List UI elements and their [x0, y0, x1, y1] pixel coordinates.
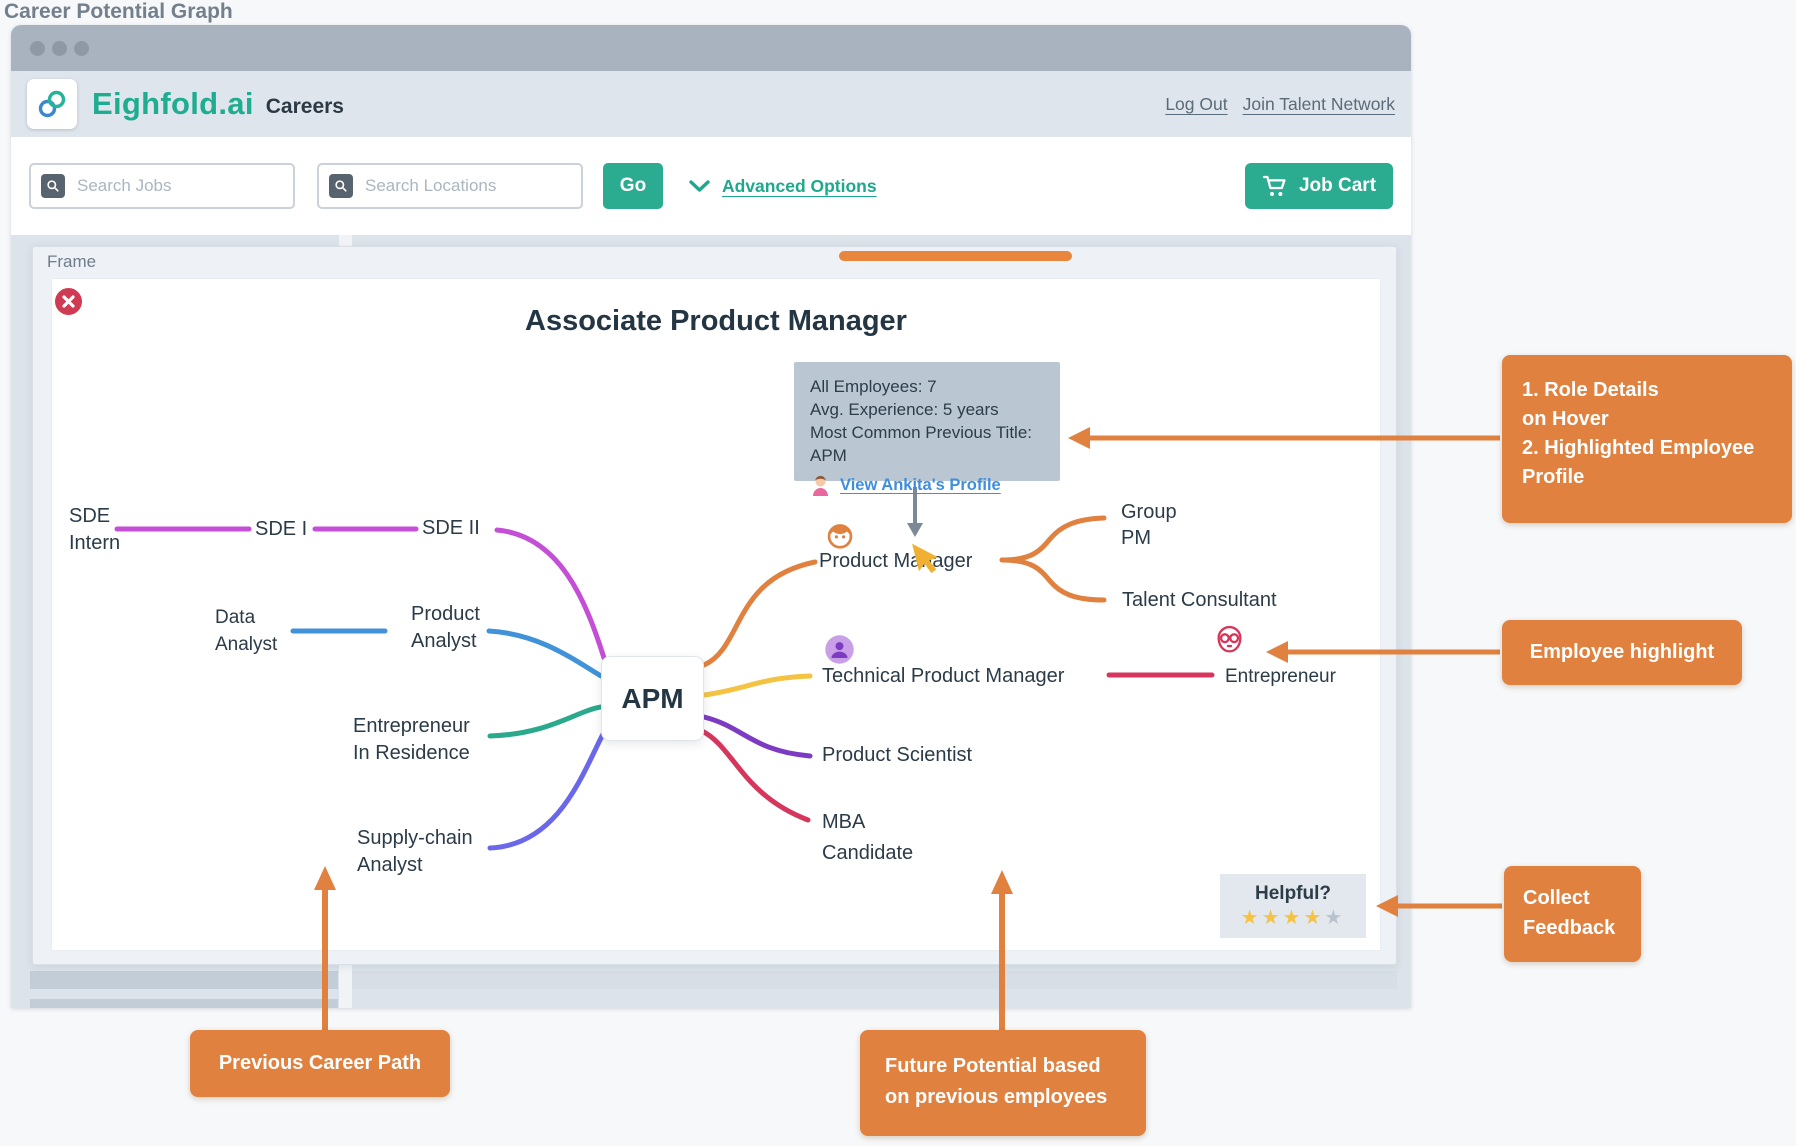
- window-control-icon: [30, 41, 45, 56]
- star-icon[interactable]: ★: [1240, 906, 1262, 929]
- graph-connectors: [114, 487, 1215, 851]
- annotation-previous-career-path: Previous Career Path: [190, 1030, 450, 1097]
- search-jobs-box[interactable]: [29, 163, 295, 209]
- annotation-role-details: 1. Role Details on Hover 2. Highlighted …: [1502, 355, 1792, 523]
- search-icon: [329, 174, 353, 198]
- node-sde-2[interactable]: SDE II: [422, 517, 480, 539]
- log-out-link[interactable]: Log Out: [1165, 93, 1228, 114]
- graph-title: Associate Product Manager: [525, 305, 907, 337]
- page-title: Career Potential Graph: [4, 0, 233, 23]
- go-button[interactable]: Go: [603, 163, 663, 209]
- advanced-options[interactable]: Advanced Options: [689, 176, 877, 197]
- chevron-down-icon: [689, 179, 710, 192]
- window-titlebar: [11, 25, 1411, 71]
- advanced-options-link[interactable]: Advanced Options: [722, 175, 877, 196]
- join-talent-network-link[interactable]: Join Talent Network: [1242, 93, 1395, 114]
- node-sde-1[interactable]: SDE I: [255, 518, 308, 540]
- search-locations-box[interactable]: [317, 163, 583, 209]
- star-row[interactable]: ★★★★★: [1241, 905, 1346, 930]
- career-graph-canvas: Associate Product Manager All Employees:…: [51, 278, 1381, 951]
- site-header: Eighfold.ai Careers Log Out Join Talent …: [11, 71, 1411, 137]
- search-toolbar: Go Advanced Options Job Cart: [11, 137, 1411, 235]
- person-circle-icon: [825, 635, 854, 664]
- woman-face-icon: [827, 524, 853, 549]
- view-profile-link[interactable]: View Ankita's Profile: [840, 475, 1001, 494]
- node-technical-product-manager[interactable]: Technical Product Manager: [822, 665, 1065, 687]
- frame-label: Frame: [47, 252, 97, 271]
- window-control-icon: [74, 41, 89, 56]
- node-product-manager[interactable]: Product Manager: [819, 550, 973, 572]
- job-cart-button[interactable]: Job Cart: [1245, 163, 1393, 209]
- annotation-employee-highlight: Employee highlight: [1502, 620, 1742, 685]
- star-icon[interactable]: ★: [1324, 906, 1346, 929]
- tooltip-previous-title: Most Common Previous Title: APM: [810, 423, 1033, 465]
- background-content-bar: [30, 999, 338, 1008]
- star-icon[interactable]: ★: [1261, 906, 1283, 929]
- person-avatar-icon: [813, 475, 828, 496]
- cursor-icon: [912, 543, 938, 574]
- tooltip-employees: All Employees: 7: [810, 377, 937, 396]
- star-icon[interactable]: ★: [1303, 906, 1325, 929]
- node-entrepreneur[interactable]: Entrepreneur: [1225, 666, 1336, 687]
- brand-logo-tile: [27, 79, 77, 129]
- node-talent-consultant[interactable]: Talent Consultant: [1122, 589, 1277, 611]
- node-product-scientist[interactable]: Product Scientist: [822, 744, 973, 766]
- background-content-bar: [30, 971, 338, 989]
- close-icon[interactable]: [55, 288, 82, 315]
- annotation-future-potential: Future Potential based on previous emplo…: [860, 1030, 1146, 1136]
- eightfold-infinity-icon: [38, 90, 66, 118]
- search-locations-input[interactable]: [363, 175, 571, 197]
- search-icon: [41, 174, 65, 198]
- brand-name: Eighfold.ai: [92, 86, 254, 121]
- background-content-bar: [352, 971, 1397, 989]
- feedback-widget[interactable]: Helpful? ★★★★★: [1220, 874, 1366, 938]
- active-tab-indicator: [839, 251, 1072, 261]
- tooltip-experience: Avg. Experience: 5 years: [810, 400, 999, 419]
- role-details-tooltip: All Employees: 7 Avg. Experience: 5 year…: [794, 362, 1060, 496]
- annotation-collect-feedback: Collect Feedback: [1504, 866, 1641, 962]
- job-cart-label: Job Cart: [1298, 175, 1377, 196]
- star-icon[interactable]: ★: [1282, 906, 1304, 929]
- glasses-face-icon: [1217, 625, 1242, 653]
- brand-suffix: Careers: [265, 95, 344, 118]
- node-apm-center[interactable]: APM: [601, 656, 704, 741]
- search-jobs-input[interactable]: [75, 175, 283, 197]
- frame-panel: Frame: [32, 246, 1397, 965]
- feedback-label: Helpful?: [1255, 882, 1331, 904]
- window-control-icon: [52, 41, 67, 56]
- cart-icon: [1262, 175, 1286, 196]
